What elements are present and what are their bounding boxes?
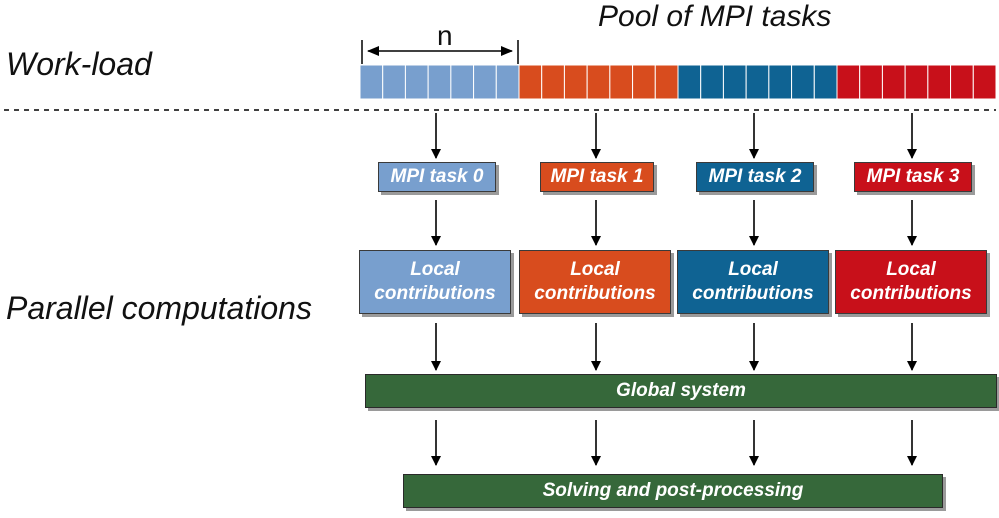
workload-cell bbox=[450, 64, 475, 100]
global-system-bar: Global system bbox=[365, 374, 997, 408]
workload-cell bbox=[427, 64, 452, 100]
workload-cell bbox=[473, 64, 497, 100]
mpi-task-3-box: MPI task 3 bbox=[854, 162, 972, 192]
workload-cell bbox=[813, 64, 838, 100]
mpi-task-1-box: MPI task 1 bbox=[540, 162, 654, 192]
workload-cell bbox=[950, 64, 974, 100]
n-label: n bbox=[437, 20, 453, 51]
workload-cells bbox=[359, 64, 997, 100]
workload-cell bbox=[563, 64, 588, 100]
solving-bar: Solving and post-processing bbox=[403, 474, 943, 508]
mpi-task-2-box: MPI task 2 bbox=[696, 162, 814, 192]
local-contributions-3-box: Local contributions bbox=[835, 250, 987, 314]
workload-cell bbox=[881, 64, 906, 100]
workload-label: Work-load bbox=[6, 46, 152, 82]
workload-cell bbox=[791, 64, 815, 100]
workload-cell bbox=[518, 64, 543, 100]
workload-cell bbox=[927, 64, 952, 100]
workload-cell bbox=[382, 64, 406, 100]
workload-cell bbox=[972, 64, 997, 100]
pool-title: Pool of MPI tasks bbox=[598, 0, 832, 33]
workload-cell bbox=[836, 64, 861, 100]
workload-cell bbox=[859, 64, 883, 100]
workload-cell bbox=[495, 64, 520, 100]
local-contributions-1-box: Local contributions bbox=[519, 250, 671, 314]
workload-cell bbox=[904, 64, 929, 100]
workload-cell bbox=[700, 64, 724, 100]
workload-cell bbox=[677, 64, 702, 100]
local-contributions-2-box: Local contributions bbox=[677, 250, 829, 314]
parallel-computations-label: Parallel computations bbox=[6, 290, 312, 326]
workload-cell bbox=[359, 64, 384, 100]
mpi-task-0-box: MPI task 0 bbox=[378, 162, 496, 192]
workload-cell bbox=[586, 64, 611, 100]
workload-cell bbox=[404, 64, 429, 100]
workload-cell bbox=[722, 64, 747, 100]
workload-cell bbox=[768, 64, 793, 100]
workload-cell bbox=[745, 64, 770, 100]
local-contributions-0-box: Local contributions bbox=[359, 250, 511, 314]
workload-cell bbox=[609, 64, 634, 100]
workload-cell bbox=[632, 64, 656, 100]
workload-cell bbox=[541, 64, 565, 100]
flow-arrows bbox=[431, 113, 917, 466]
workload-cell bbox=[654, 64, 679, 100]
